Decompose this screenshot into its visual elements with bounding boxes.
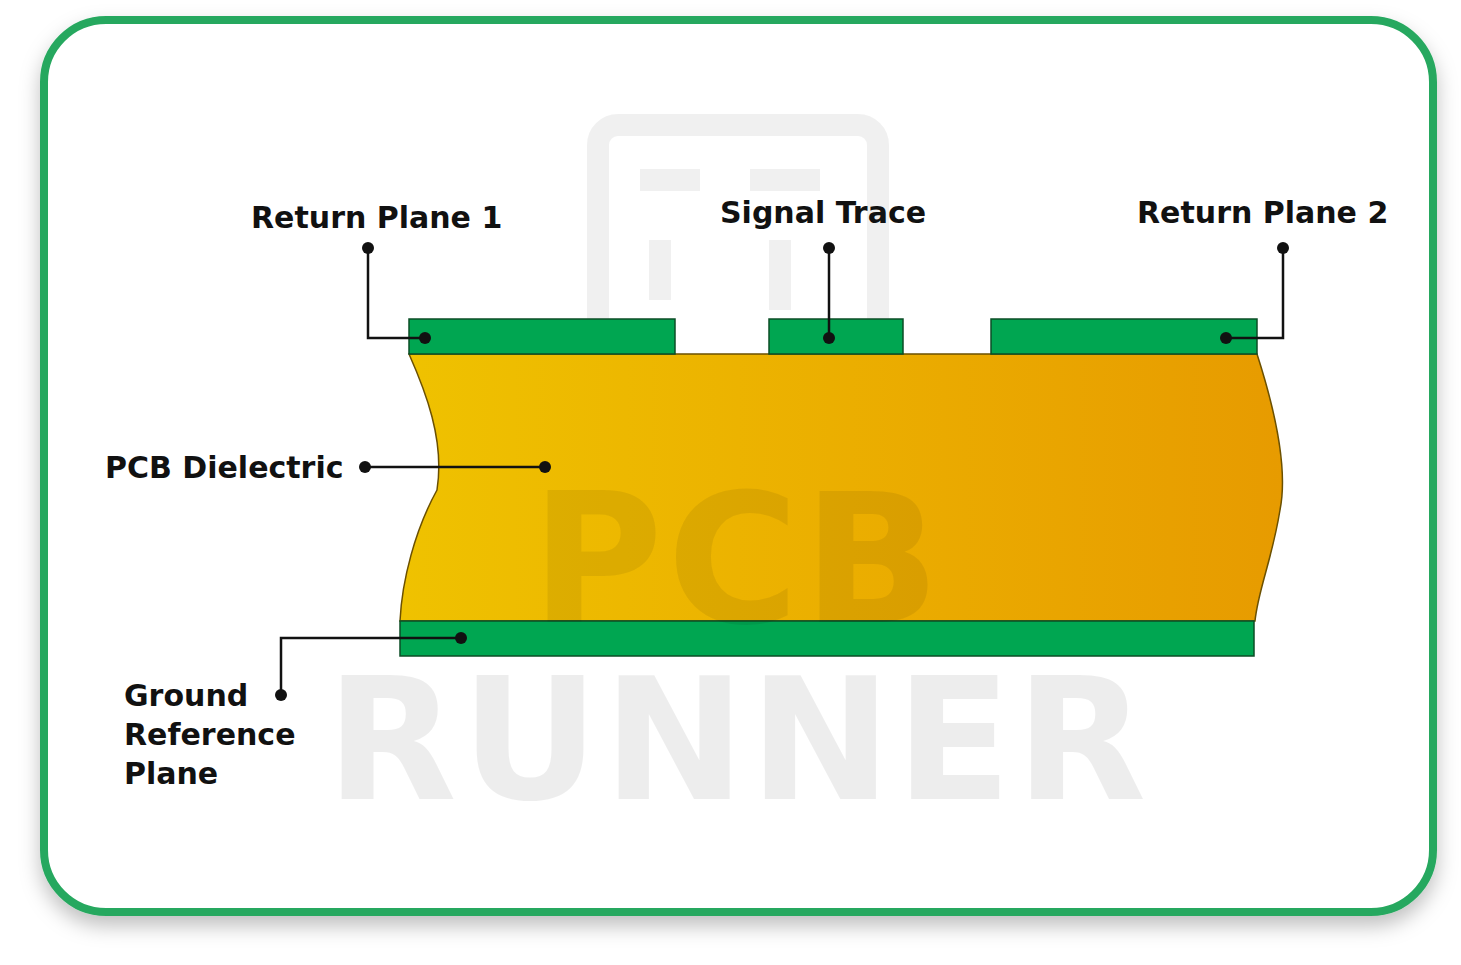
part-label: Ground Reference Plane xyxy=(124,676,339,793)
return-plane-1 xyxy=(409,319,675,354)
part-label: Return Plane 2 xyxy=(1137,193,1388,232)
part-label: Signal Trace xyxy=(720,193,926,232)
watermark: PCB xyxy=(531,470,944,650)
return-plane-2 xyxy=(991,319,1257,354)
watermark: RUNNER xyxy=(326,655,1151,825)
signal-trace xyxy=(769,319,903,354)
part-label: PCB Dielectric xyxy=(105,448,343,487)
leader-dots xyxy=(275,242,1289,701)
leader-lines xyxy=(281,248,1283,695)
card-frame xyxy=(44,20,1433,912)
part-label: Return Plane 1 xyxy=(251,198,502,237)
